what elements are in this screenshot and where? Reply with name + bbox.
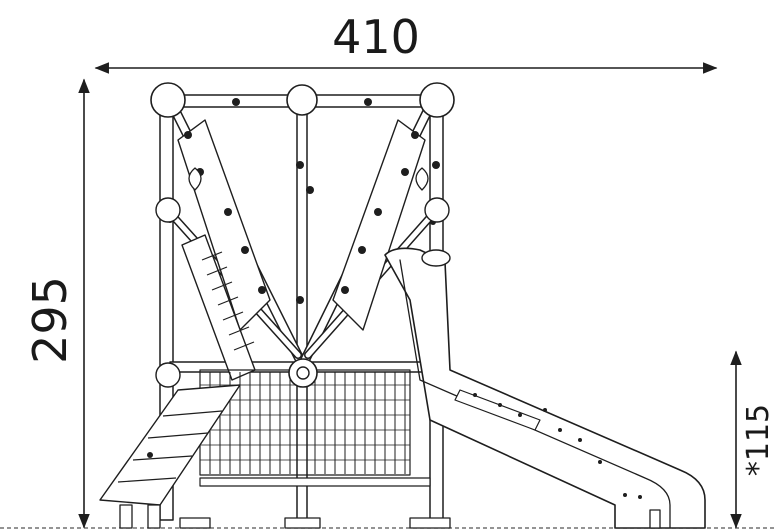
width-dimension: 410 — [94, 10, 718, 74]
lower-beam — [199, 477, 431, 487]
height-label: 295 — [23, 276, 77, 364]
play-structure — [99, 82, 706, 529]
slide-height-dimension: *115 — [730, 350, 776, 529]
width-label: 410 — [332, 10, 420, 64]
slide-height-label: *115 — [741, 404, 776, 476]
height-dimension: 295 — [23, 78, 90, 529]
post-feet — [119, 504, 661, 529]
slide — [384, 247, 706, 529]
steps — [99, 384, 241, 506]
